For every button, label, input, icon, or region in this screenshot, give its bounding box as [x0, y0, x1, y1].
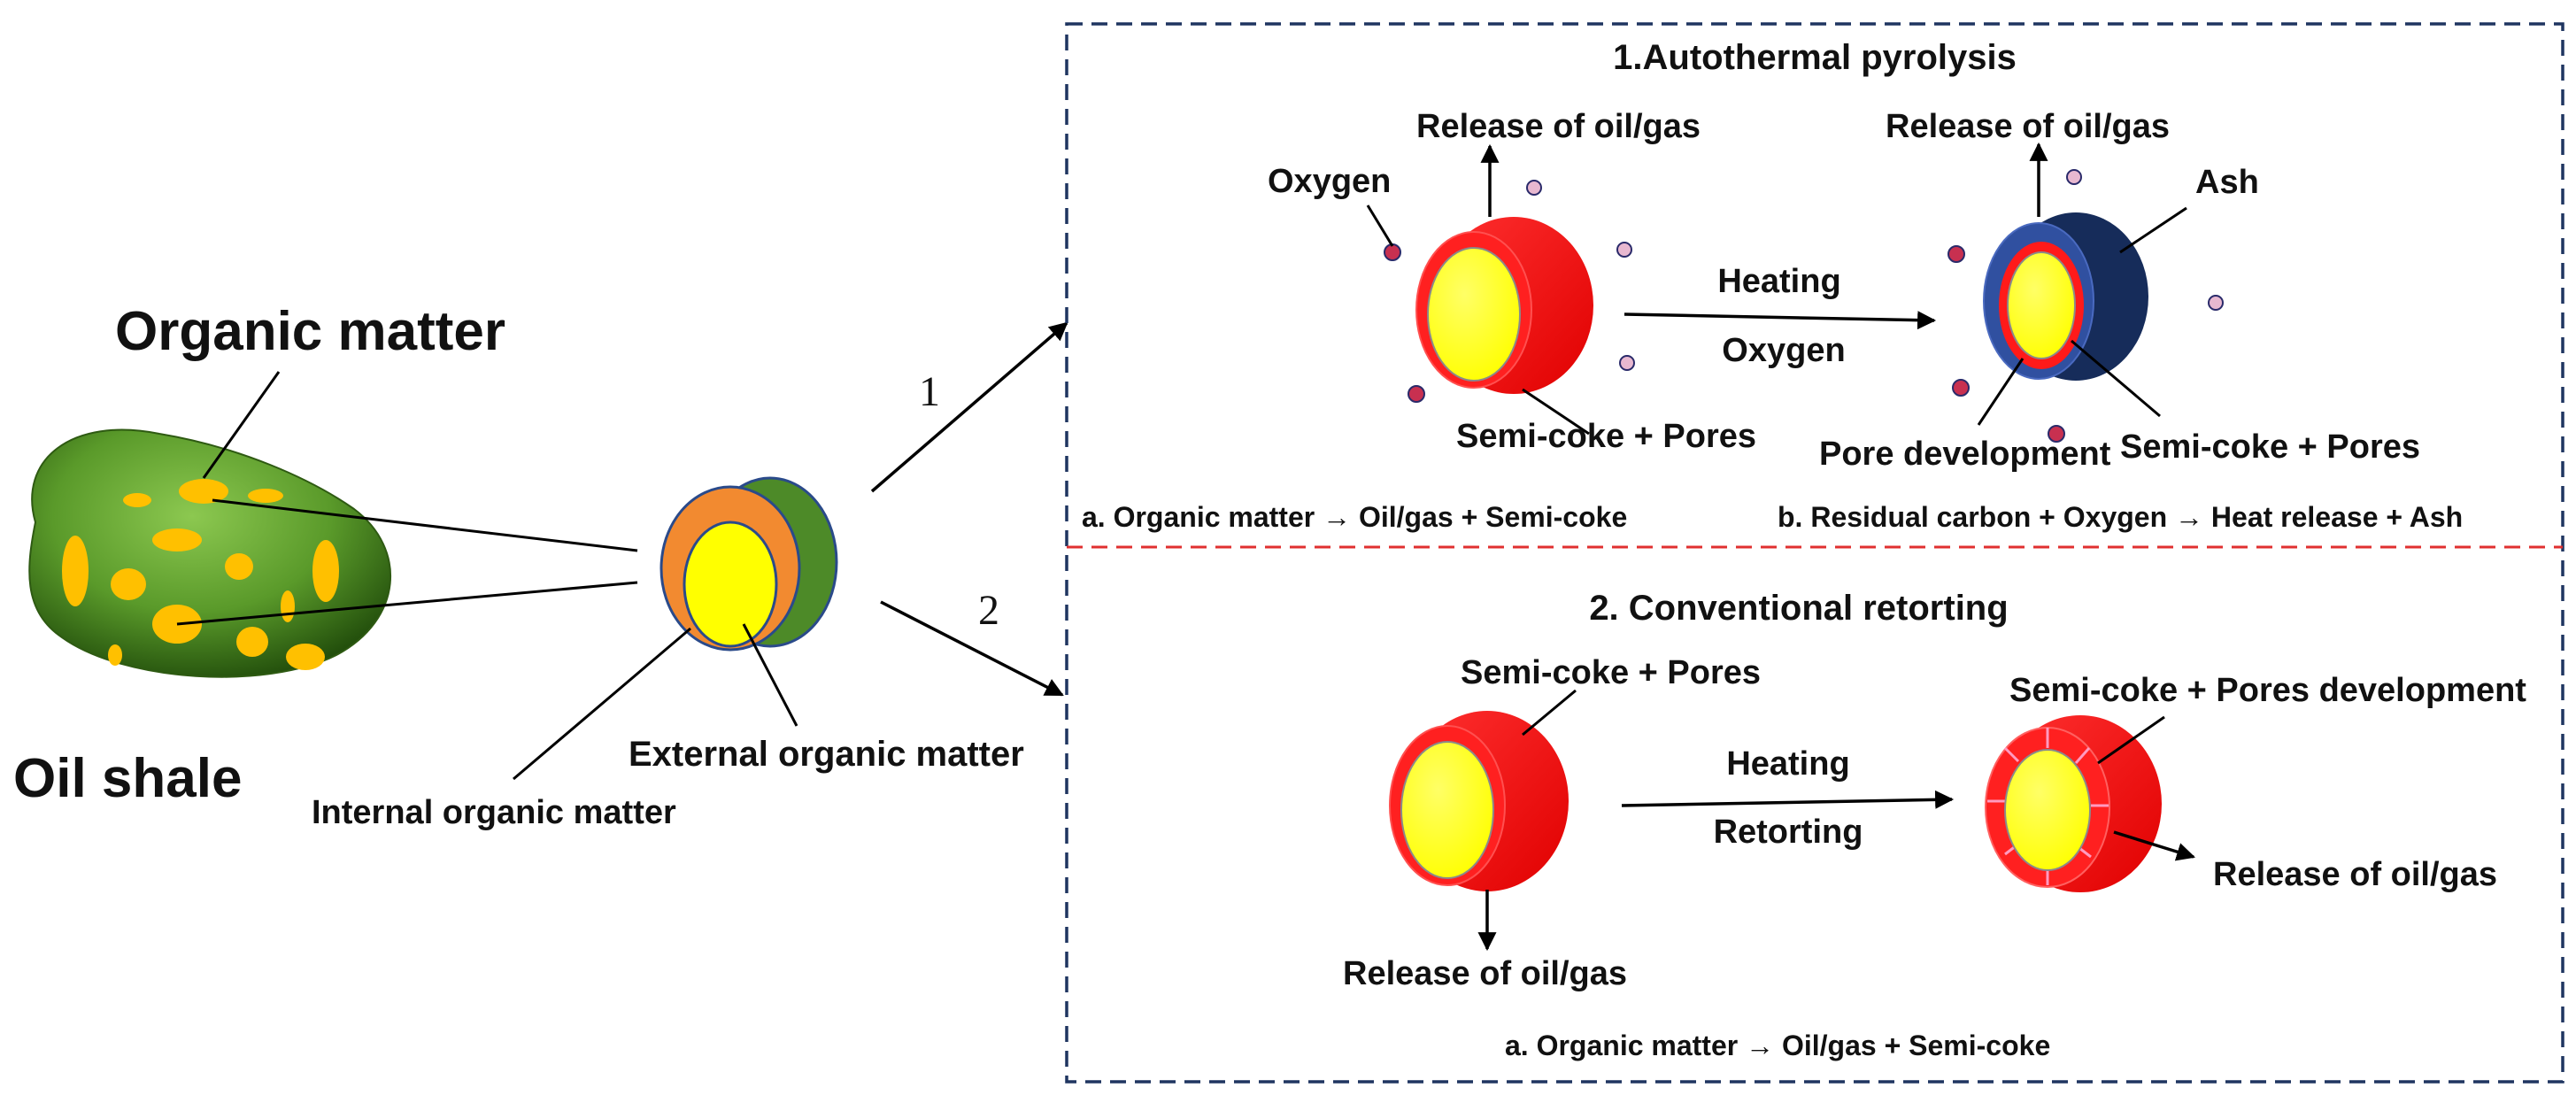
release-label-a: Release of oil/gas [1416, 108, 1701, 145]
oxygen-dot [1947, 245, 1965, 263]
ash-label: Ash [2195, 164, 2259, 201]
semicoke-label-b: Semi-coke + Pores [2120, 428, 2420, 466]
retorting-label: Retorting [1714, 814, 1863, 851]
organic-matter-spots [62, 479, 339, 670]
autothermal-title: 1.Autothermal pyrolysis [1613, 38, 2017, 77]
conventional-particle-a [1389, 711, 1569, 891]
oxygen-dot [1384, 243, 1401, 261]
path-2-label: 2 [978, 587, 999, 634]
external-leader [742, 623, 798, 727]
heating-arrow-2 [1621, 790, 1955, 809]
process-panel [1065, 22, 2564, 1084]
organic-spot [108, 644, 122, 666]
internal-organic-core [683, 521, 778, 648]
ash-leader [2119, 206, 2187, 254]
semicoke-leader-b [2071, 339, 2161, 418]
organic-spot [248, 489, 283, 503]
organic-core-c [1400, 741, 1494, 879]
heating-label-2: Heating [1726, 745, 1849, 783]
oil-shale-particle [28, 428, 392, 678]
organic-spot [152, 528, 202, 552]
organic-matter-leader [202, 371, 281, 479]
semicoke-label-c: Semi-coke + Pores [1461, 654, 1761, 691]
path-2-arrow [880, 600, 1064, 697]
oil-shale-label: Oil shale [13, 748, 242, 809]
organic-matter-label: Organic matter [115, 301, 505, 362]
organic-spot [225, 553, 253, 580]
conventional-particle-b [1985, 715, 2162, 892]
reaction-b-autothermal: b. Residual carbon + Oxygen → Heat relea… [1778, 501, 2463, 533]
path-1-arrow [870, 321, 1068, 493]
organic-spot [286, 644, 325, 670]
oxygen-dot [1619, 355, 1635, 371]
conventional-title: 2. Conventional retorting [1589, 589, 2008, 628]
oxygen-dot [1526, 180, 1542, 196]
semicoke-label-a: Semi-coke + Pores [1456, 418, 1756, 455]
zoom-line-bottom [176, 581, 638, 626]
organic-core-b [2007, 251, 2076, 359]
oxygen-dot [1952, 379, 1970, 397]
oxygen-molecules [1384, 169, 2224, 443]
oil-shale-group [28, 428, 392, 678]
semicoke-leader-a [1522, 388, 1590, 436]
heating-label-1: Heating [1717, 263, 1840, 300]
organic-spot [111, 568, 146, 600]
pore-development-leader [1977, 358, 2025, 426]
autothermal-particle-b [1983, 212, 2148, 381]
semicoke-leader-d [2097, 715, 2165, 765]
oxygen-dot [2048, 425, 2065, 443]
organic-core [1427, 247, 1521, 382]
organic-spot [281, 590, 295, 622]
autothermal-particle-a [1415, 217, 1593, 394]
external-organic-label: External organic matter [629, 735, 1024, 774]
release-label-b: Release of oil/gas [1886, 108, 2170, 145]
zoom-line-top [212, 498, 638, 552]
semicoke-label-d: Semi-coke + Pores development [2009, 672, 2526, 709]
organic-spot [123, 493, 151, 507]
oxygen-dot [2208, 295, 2224, 311]
organic-spot [312, 540, 339, 602]
semicoke-leader-c [1522, 689, 1577, 737]
magnified-particle [659, 476, 838, 652]
pore-development-label: Pore development [1819, 436, 2111, 473]
oxygen-dot [2066, 169, 2082, 185]
path-1-label: 1 [919, 368, 940, 415]
organic-spot [236, 627, 268, 657]
organic-spot [179, 479, 228, 504]
internal-organic-label: Internal organic matter [312, 794, 676, 831]
reaction-a-autothermal: a. Organic matter → Oil/gas + Semi-coke [1082, 501, 1627, 533]
oxygen-dot [1408, 385, 1425, 403]
oxygen-label: Oxygen [1268, 163, 1391, 200]
oxygen-leader [1366, 204, 1394, 247]
oxygen-dot [1616, 242, 1632, 258]
release-label-d: Release of oil/gas [2213, 856, 2497, 893]
internal-leader [513, 627, 691, 781]
release-label-c: Release of oil/gas [1343, 955, 1627, 992]
oxygen-arrow-label: Oxygen [1722, 332, 1845, 369]
reaction-a-conventional: a. Organic matter → Oil/gas + Semi-coke [1505, 1030, 2050, 1061]
heating-arrow-1 [1623, 311, 1937, 330]
organic-spot [62, 536, 89, 606]
release-arrow-d [2113, 830, 2196, 861]
organic-core-d [2004, 749, 2091, 871]
